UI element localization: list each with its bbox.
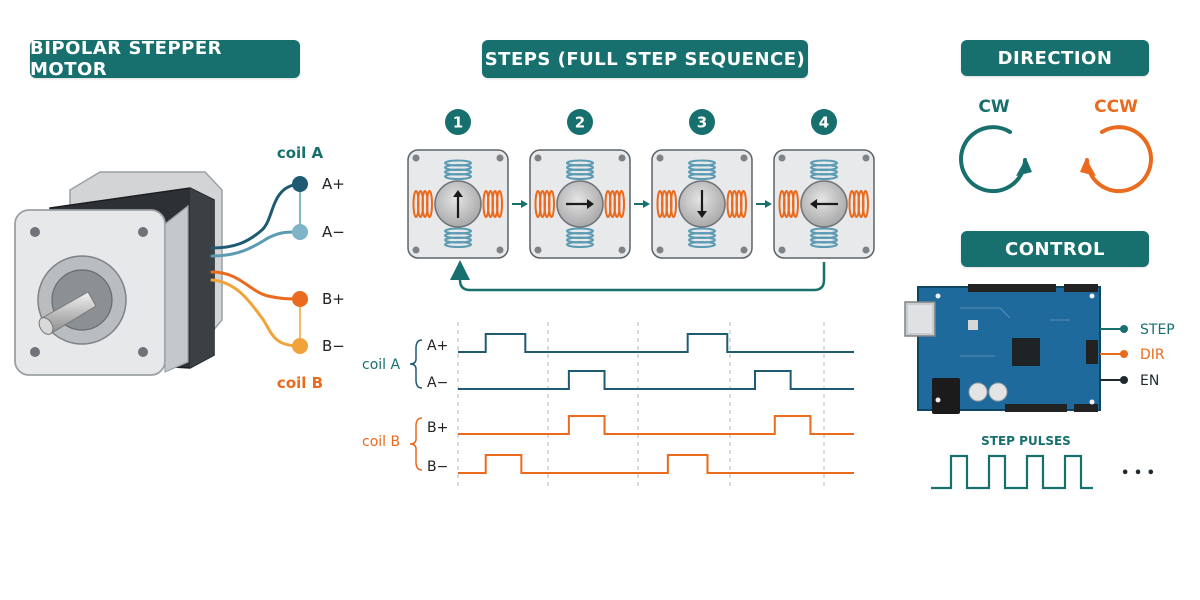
pulse-ellipsis: • • •	[1121, 466, 1155, 481]
steps-title: STEPS (FULL STEP SEQUENCE)	[482, 40, 808, 78]
coil-a-winding	[810, 159, 838, 180]
coil-b-winding	[778, 190, 799, 218]
step-number: 4	[819, 114, 829, 132]
pin-label-a-plus: A+	[322, 175, 345, 193]
coil-b-winding	[412, 190, 433, 218]
pin-a-plus-dot	[292, 176, 308, 192]
right-arrow-icon	[566, 199, 594, 209]
step-number: 1	[453, 114, 463, 132]
coil-b-winding	[656, 190, 677, 218]
step-pulses-label: STEP PULSES	[981, 434, 1071, 448]
coil-a-wires	[210, 182, 302, 258]
step-transition-arrow	[512, 200, 528, 208]
step-number: 2	[575, 114, 585, 132]
waveform-row-label: B−	[427, 459, 448, 475]
waveform-A+	[458, 333, 854, 353]
signal-step-label: STEP	[1140, 322, 1175, 338]
coil-a-winding	[566, 227, 594, 248]
coil-waveforms: A+ A− B+ B− coil A coil B	[362, 322, 854, 490]
motor-coil-b-label: coil B	[277, 374, 323, 392]
step-number: 3	[697, 114, 707, 132]
waveform-row-label: A+	[427, 338, 448, 354]
coil-b-winding	[848, 190, 869, 218]
coil-a-brace	[409, 339, 423, 389]
arduino-board	[904, 284, 1101, 414]
coil-b-brace	[409, 417, 423, 471]
coil-a-winding	[444, 227, 472, 248]
step-transition-arrow	[756, 200, 772, 208]
coil-b-winding	[482, 190, 503, 218]
signal-en-label: EN	[1140, 373, 1159, 389]
left-arrow-icon	[810, 199, 838, 209]
step-number-badge	[689, 109, 715, 135]
control-title: CONTROL	[961, 231, 1149, 267]
down-arrow-icon	[697, 190, 707, 218]
signal-dir-label: DIR	[1140, 347, 1165, 363]
cw-label: CW	[978, 97, 1009, 117]
step-number-badge	[445, 109, 471, 135]
coil-a-winding	[444, 159, 472, 180]
step-1: 1	[407, 109, 509, 259]
waveform-B−	[458, 454, 854, 474]
coil-b-winding	[534, 190, 555, 218]
step-3: 3	[651, 109, 753, 259]
motor-coil-a-label: coil A	[277, 144, 324, 162]
step-4: 4	[773, 109, 875, 259]
pin-label-b-minus: B−	[322, 337, 345, 355]
coil-a-winding	[688, 159, 716, 180]
pulse-waveform	[931, 454, 1093, 490]
direction-title: DIRECTION	[961, 40, 1149, 76]
step-number-badge	[811, 109, 837, 135]
pin-b-plus-dot	[292, 291, 308, 307]
ccw-arrow-icon	[1085, 125, 1153, 194]
pin-b-minus-dot	[292, 338, 308, 354]
pin-label-a-minus: A−	[322, 223, 345, 241]
coil-a-winding	[810, 227, 838, 248]
wave-coil-a-label: coil A	[362, 357, 400, 373]
waveform-A−	[458, 370, 854, 390]
step-sequence: 1 2 3 4	[407, 109, 875, 259]
coil-b-winding	[726, 190, 747, 218]
step-2: 2	[529, 109, 631, 259]
coil-a-winding	[566, 159, 594, 180]
motor-title: BIPOLAR STEPPER MOTOR	[30, 38, 300, 80]
ccw-label: CCW	[1094, 97, 1138, 117]
stepper-motor	[14, 171, 223, 376]
cw-arrow-icon	[959, 125, 1027, 194]
waveform-B+	[458, 415, 854, 435]
coil-b-wires	[210, 270, 302, 348]
wave-coil-b-label: coil B	[362, 434, 400, 450]
pin-a-minus-dot	[292, 224, 308, 240]
coil-b-winding	[604, 190, 625, 218]
waveform-row-label: B+	[427, 420, 448, 436]
step-pulse-train	[931, 454, 1093, 490]
direction-diagram: CW CCW	[959, 97, 1153, 194]
coil-a-winding	[688, 227, 716, 248]
step-transition-arrow	[634, 200, 650, 208]
step-number-badge	[567, 109, 593, 135]
up-arrow-icon	[453, 190, 463, 218]
sequence-loop-arrow	[450, 260, 826, 292]
waveform-row-label: A−	[427, 375, 448, 391]
pin-label-b-plus: B+	[322, 290, 345, 308]
